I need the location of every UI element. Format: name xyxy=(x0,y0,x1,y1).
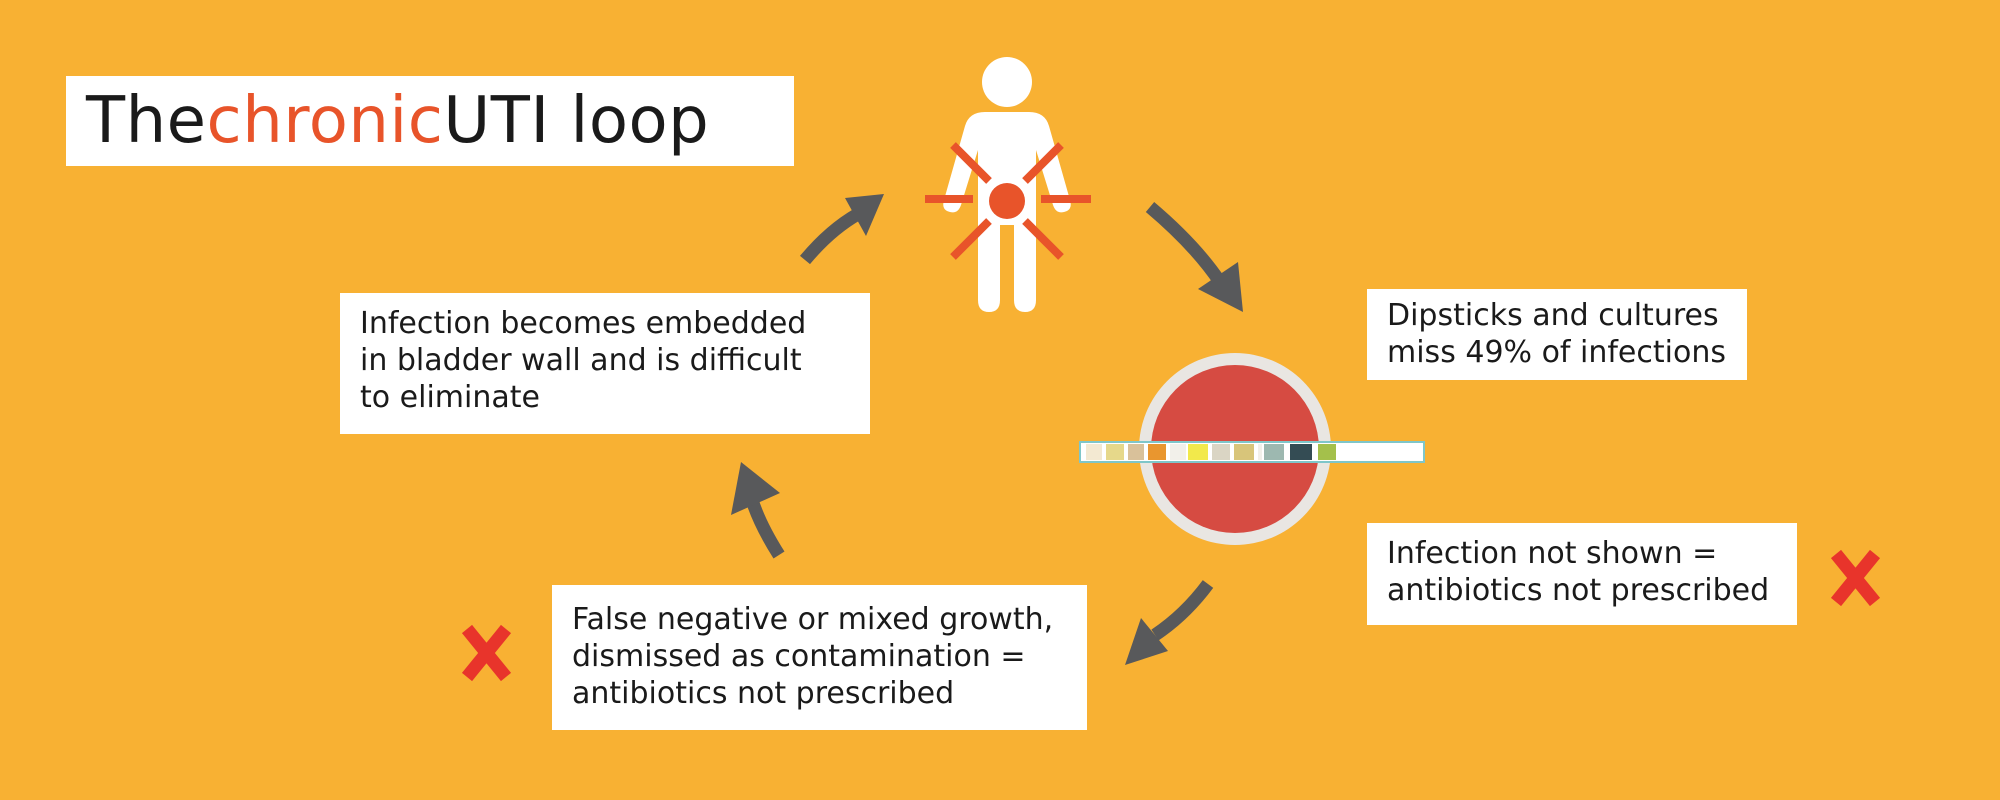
note-line: Infection not shown = xyxy=(1387,536,1718,571)
curved-arrow-icon-left xyxy=(745,497,785,559)
title-suffix: UTI loop xyxy=(443,84,710,158)
note-line: Dipsticks and cultures xyxy=(1387,298,1719,333)
arrowhead-left xyxy=(731,462,780,515)
note-line: antibiotics not prescribed xyxy=(572,676,955,711)
note-line: Infection becomes embedded xyxy=(360,306,807,341)
person-pain-icon xyxy=(925,57,1091,312)
dipstick-icon xyxy=(1079,441,1425,463)
arrowhead-bottom-right xyxy=(1125,618,1168,665)
note-line: False negative or mixed growth, xyxy=(572,602,1054,637)
note-line: in bladder wall and is difficult xyxy=(360,343,802,378)
curved-arrow-icon-bottom-right xyxy=(1151,580,1214,641)
title-accent-word: chronic xyxy=(206,84,444,158)
arrow-heads xyxy=(731,194,1243,665)
note-infection-not-shown: Infection not shown = antibiotics not pr… xyxy=(1367,523,1797,625)
note-line: dismissed as contamination = xyxy=(572,639,1026,674)
note-dipsticks: Dipsticks and cultures miss 49% of infec… xyxy=(1367,289,1747,380)
curved-arrow-icon-top-left xyxy=(800,208,862,265)
title-prefix: The xyxy=(86,84,207,158)
note-line: miss 49% of infections xyxy=(1387,335,1726,370)
red-x-icon-right xyxy=(1830,549,1881,607)
arrowhead-top-left xyxy=(845,194,884,236)
note-false-negative: False negative or mixed growth, dismisse… xyxy=(552,585,1087,730)
page-title: The chronic UTI loop xyxy=(66,76,794,166)
arrowhead-top-right xyxy=(1198,262,1243,312)
pain-point xyxy=(989,183,1025,219)
note-line: to eliminate xyxy=(360,380,540,415)
person-head xyxy=(982,57,1032,107)
note-embedded-infection: Infection becomes embedded in bladder wa… xyxy=(340,293,870,434)
red-x-icon-left xyxy=(461,624,512,682)
curved-arrow-icon-top-right xyxy=(1145,202,1226,286)
note-line: antibiotics not prescribed xyxy=(1387,573,1770,608)
pain-rays xyxy=(925,142,1091,260)
